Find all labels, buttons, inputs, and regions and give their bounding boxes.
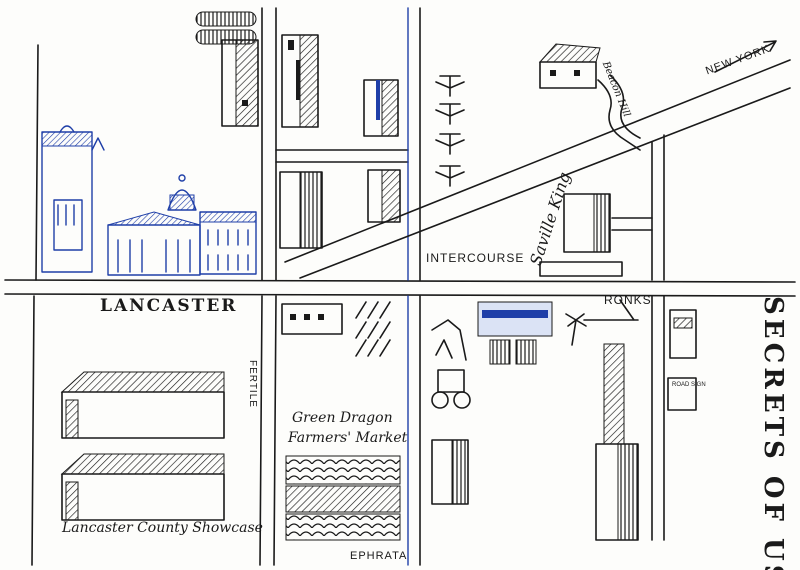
town-label-fertile: FERTILE [247, 360, 258, 408]
upper-middle-buildings [279, 34, 401, 249]
arrow-new-york-head [763, 40, 777, 52]
landmark-green-dragon-line1: Green Dragon [292, 410, 393, 426]
landmark-lancaster-showcase: Lancaster County Showcase [62, 520, 263, 536]
road-main-horizontal-top [4, 279, 796, 283]
town-label-ephrata: EPHRATA [350, 550, 408, 562]
courthouse-illustration [41, 125, 257, 276]
fertile-block [281, 301, 391, 357]
ronks-block [431, 299, 697, 541]
road-beacon-hill-a [597, 79, 641, 151]
showcase-barns [60, 371, 225, 521]
road-mid-lower-right [273, 295, 277, 566]
arrow-new-york-shaft [714, 41, 776, 73]
road-diagonal-bottom [299, 87, 791, 279]
road-grid [4, 7, 796, 566]
road-west-upper [35, 44, 39, 281]
road-sign-text: ROAD SIGN [672, 382, 706, 388]
town-label-ronks: RONKS [604, 293, 652, 307]
town-label-intercourse: INTERCOURSE [426, 251, 525, 265]
beacon-hill-house [538, 43, 601, 89]
green-dragon-market [285, 455, 401, 541]
road-diagonal-top [284, 59, 791, 263]
silos-warehouse [195, 11, 259, 127]
town-label-lancaster: LANCASTER [100, 296, 238, 316]
road-beacon-hill-b [609, 74, 641, 139]
map-title-secrets-of-us: SECRETS OF US [758, 296, 788, 570]
landmark-green-dragon-line2: Farmers' Market [288, 430, 408, 446]
saville-building [539, 193, 653, 277]
road-west-lower [31, 295, 35, 566]
trees [435, 75, 465, 187]
road-mid-lower-left [259, 295, 263, 566]
